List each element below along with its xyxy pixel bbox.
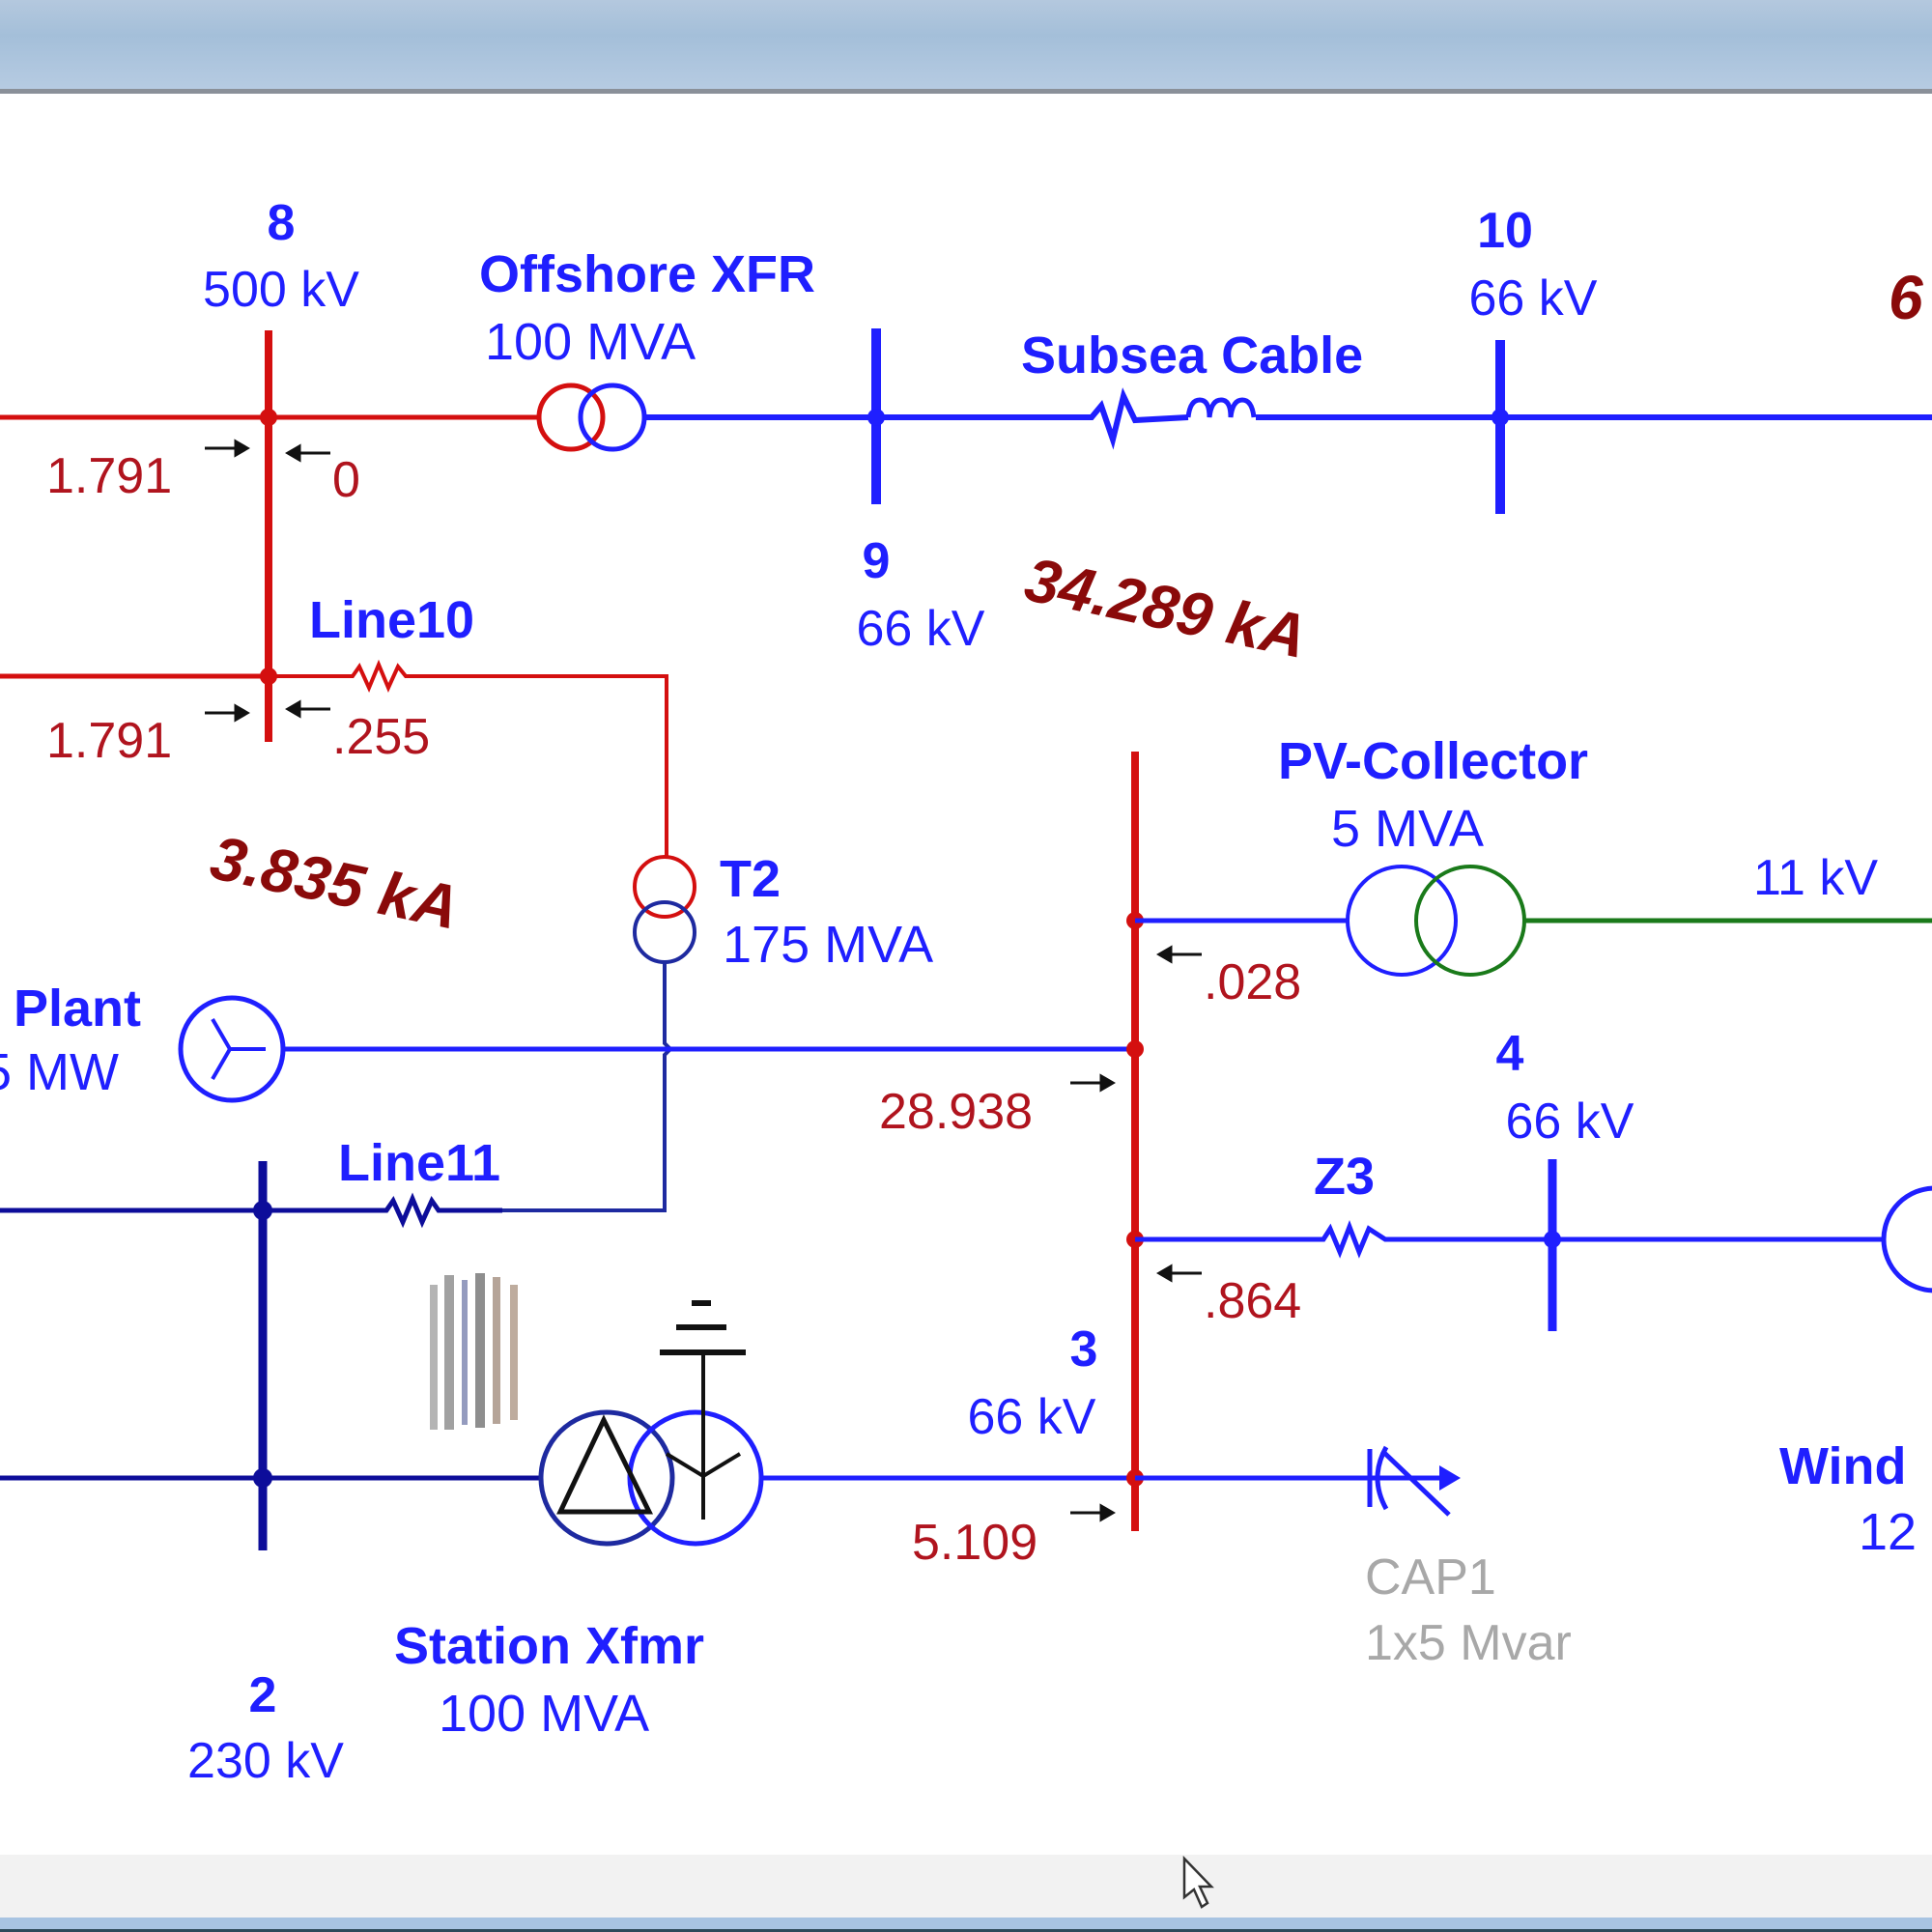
cap1-rating: 1x5 Mvar — [1365, 1615, 1572, 1671]
plant-rating: 5 MW — [0, 1043, 119, 1101]
bus-4-name: 4 — [1496, 1026, 1524, 1082]
t2-name: T2 — [720, 850, 781, 908]
blurred-artifact — [430, 1273, 518, 1430]
bus-2[interactable] — [253, 1161, 272, 1550]
flow-bus8-right-bottom: .255 — [332, 709, 430, 765]
flow-bus8-right-top: 0 — [332, 452, 360, 508]
bus-2-node-top — [253, 1201, 272, 1220]
bus-9-voltage: 66 kV — [857, 601, 985, 657]
line10-name: Line10 — [309, 591, 474, 649]
line11-branch[interactable] — [263, 1192, 502, 1229]
t2-rating: 175 MVA — [723, 916, 933, 974]
bus-3-node-plant — [1126, 1040, 1144, 1058]
line11-name: Line11 — [338, 1134, 500, 1192]
station-xfmr-rating: 100 MVA — [439, 1685, 649, 1743]
bus-4[interactable] — [1544, 1159, 1561, 1331]
bus-10-voltage: 66 kV — [1469, 270, 1598, 327]
arrow-left-icon — [1156, 945, 1202, 964]
subsea-cable-name: Subsea Cable — [1021, 327, 1363, 384]
t2-transformer-icon[interactable] — [633, 855, 696, 964]
branch-t2-line11[interactable] — [502, 962, 673, 1212]
mouse-cursor-icon — [1182, 1855, 1214, 1909]
inductor-icon — [1185, 397, 1257, 418]
delta-winding-icon — [556, 1414, 654, 1515]
subsea-cable-branch[interactable] — [876, 387, 1500, 450]
z3-impedance-branch[interactable] — [1135, 1220, 1552, 1259]
line10-branch[interactable] — [269, 659, 668, 858]
pv-bus-voltage: 11 kV — [1753, 850, 1878, 906]
arrow-left-icon — [285, 443, 330, 463]
wind-name: Wind — [1779, 1437, 1906, 1495]
bus-9-name: 9 — [863, 533, 891, 589]
bus-2-name: 2 — [249, 1667, 277, 1723]
fault-current-bus8: 3.835 kA — [205, 822, 465, 942]
z3-name: Z3 — [1314, 1148, 1375, 1206]
wind-rating: 12 — [1859, 1503, 1917, 1561]
cap1-name: CAP1 — [1365, 1549, 1496, 1605]
station-xfmr-name: Station Xfmr — [394, 1617, 704, 1675]
offshore-xfr-rating: 100 MVA — [485, 313, 696, 371]
bus-8[interactable] — [260, 330, 277, 742]
bus-4-voltage: 66 kV — [1506, 1094, 1634, 1150]
pv-collector-rating: 5 MVA — [1331, 800, 1484, 858]
flow-bus3-station: 5.109 — [912, 1515, 1037, 1571]
pv-collector-name: PV-Collector — [1278, 732, 1588, 790]
flow-bus8-left-bottom: 1.791 — [46, 713, 172, 769]
bus-8-voltage: 500 kV — [203, 262, 359, 318]
fault-current-bus3: 34.289 kA — [1019, 544, 1313, 671]
bus-10[interactable] — [1492, 340, 1509, 514]
plant-generator-icon[interactable] — [178, 995, 286, 1103]
arrow-right-icon — [205, 703, 250, 723]
flow-arrows — [205, 439, 1202, 1522]
flow-bus3-plant: 28.938 — [879, 1084, 1033, 1140]
bus-2-voltage: 230 kV — [187, 1733, 344, 1789]
bus-8-name: 8 — [268, 195, 296, 251]
fault-current-right-edge: 6 — [1889, 263, 1923, 332]
bus-10-name: 10 — [1477, 203, 1533, 259]
plant-name: Plant — [14, 980, 141, 1037]
arrow-left-icon — [285, 699, 330, 719]
capacitor-icon[interactable] — [1367, 1445, 1461, 1517]
wind-generator-icon[interactable] — [1881, 1185, 1932, 1293]
arrow-right-icon — [205, 439, 250, 458]
window-title-bar — [0, 0, 1932, 94]
wye-grounded-winding-icon — [660, 1300, 746, 1520]
flow-bus3-pv: .028 — [1204, 954, 1301, 1010]
pv-collector-transformer-icon[interactable] — [1346, 865, 1526, 977]
one-line-diagram-canvas[interactable] — [0, 94, 1932, 1855]
arrow-left-icon — [1156, 1264, 1202, 1283]
arrow-right-icon — [1070, 1503, 1116, 1522]
station-xfmr-transformer-icon[interactable] — [538, 1300, 764, 1547]
bus-3[interactable] — [1126, 752, 1144, 1531]
offshore-xfr-transformer-icon[interactable] — [536, 383, 647, 452]
bus-3-name: 3 — [1070, 1321, 1098, 1378]
flow-bus8-left-top: 1.791 — [46, 448, 172, 504]
arrow-right-icon — [1070, 1073, 1116, 1093]
taskbar-strip — [0, 1918, 1932, 1932]
bus-3-voltage: 66 kV — [968, 1389, 1096, 1445]
offshore-xfr-name: Offshore XFR — [479, 245, 815, 303]
flow-bus3-z3: .864 — [1204, 1273, 1301, 1329]
